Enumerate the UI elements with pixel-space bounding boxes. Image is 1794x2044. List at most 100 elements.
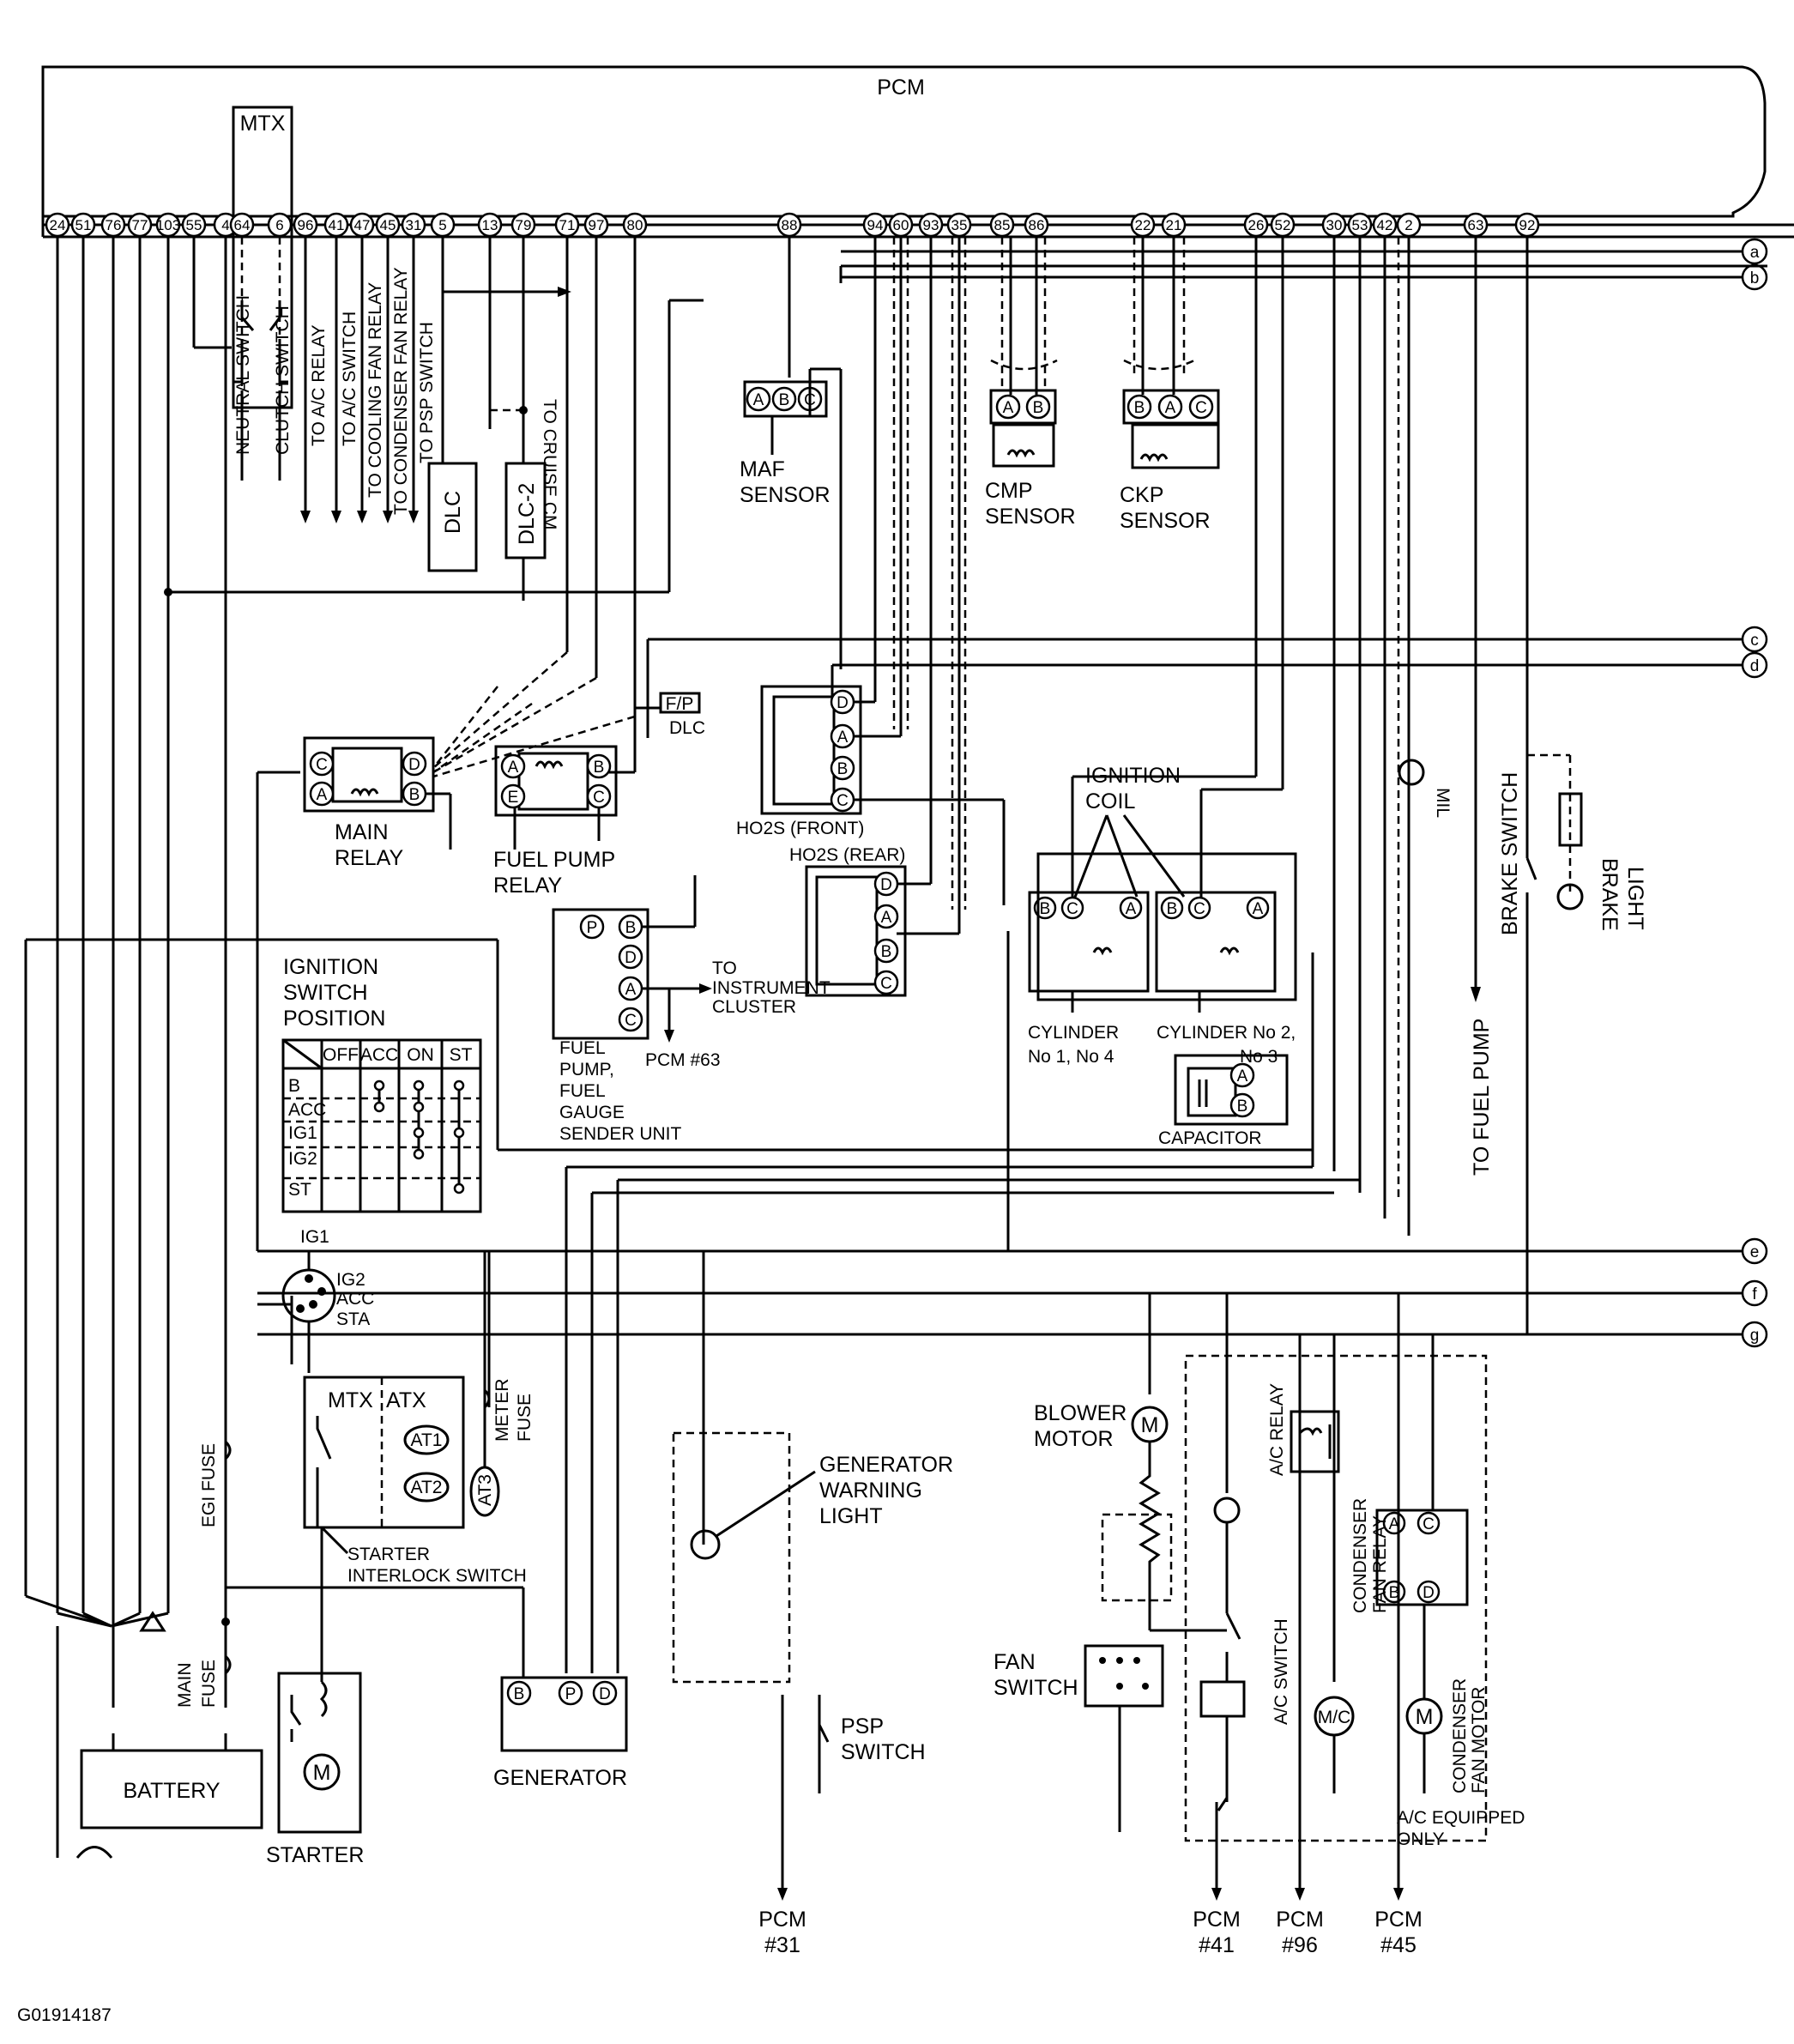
pcm-pin bbox=[155, 212, 181, 238]
fp-unit-pin-d: D bbox=[625, 949, 637, 967]
ckp-pin-c: C bbox=[1195, 399, 1207, 417]
to-ac-switch-label: TO A/C SWITCH bbox=[340, 311, 359, 446]
fp-unit-line-1: FUEL bbox=[559, 1038, 606, 1058]
pcm-pin bbox=[862, 212, 888, 238]
pcm-pin bbox=[267, 212, 293, 238]
coil2-pin-c: C bbox=[1193, 900, 1205, 918]
neutral-switch-label-1: NEUTRAL SWITCH bbox=[233, 295, 253, 455]
mil-brake-fuelpump: MIL BRAKE SWITCH BRAKE LIGHT TO FUEL PUM… bbox=[1398, 753, 1647, 1176]
pcm-pin-label: 64 bbox=[234, 217, 251, 233]
fp-unit-pin-a: A bbox=[625, 981, 637, 999]
pcm-pin-label: 42 bbox=[1377, 217, 1393, 233]
pcm-pin bbox=[1243, 212, 1269, 238]
pcm-pin-label: 88 bbox=[782, 217, 798, 233]
fp-relay-label-2: RELAY bbox=[493, 874, 562, 898]
pcm-pin-label: 22 bbox=[1135, 217, 1151, 233]
main-relay-label-1: MAIN bbox=[335, 820, 389, 844]
pcm45-label-2: #45 bbox=[1380, 1933, 1416, 1957]
pcm-pin bbox=[229, 212, 255, 238]
ac-equipped-label-1: A/C EQUIPPED bbox=[1397, 1808, 1525, 1828]
pcm-pin-label: 96 bbox=[298, 217, 314, 233]
dlc2-label: DLC-2 bbox=[515, 483, 539, 545]
gen-warning-label-2: WARNING bbox=[819, 1479, 922, 1503]
generator-pin-b: B bbox=[514, 1685, 525, 1703]
to-instrument-3: CLUSTER bbox=[712, 997, 796, 1017]
pcm-pin-label: 55 bbox=[186, 217, 202, 233]
pcm-pin bbox=[100, 212, 126, 238]
pcm-pin bbox=[583, 212, 609, 238]
atx-interlock-label: ATX bbox=[386, 1388, 426, 1412]
mtx-label: MTX bbox=[240, 112, 286, 136]
main-relay-pin-b: B bbox=[409, 786, 420, 804]
fp-relay-label-1: FUEL PUMP bbox=[493, 848, 615, 872]
signal-ref-label: d bbox=[1750, 657, 1760, 675]
pcm-pin bbox=[1347, 212, 1373, 238]
ac-section: A/C RELAY A/C SWITCH M/C A C B D CONDENS… bbox=[1184, 1354, 1525, 1849]
blower-motor: M BLOWER MOTOR bbox=[1034, 1401, 1173, 1630]
pcm-pin bbox=[45, 212, 70, 238]
pcm31-label-2: #31 bbox=[764, 1933, 800, 1957]
psp-switch: PSP SWITCH bbox=[777, 1695, 926, 1901]
pcm-pin bbox=[1372, 212, 1398, 238]
ho2s-front-label: HO2S (FRONT) bbox=[736, 819, 864, 838]
ho2s-rear-label: HO2S (REAR) bbox=[789, 845, 905, 865]
pcm-pin-label: 45 bbox=[380, 217, 396, 233]
pcm-pin bbox=[349, 212, 375, 238]
signal-ref-marker bbox=[1741, 1237, 1768, 1265]
clutch-switch-label: CLUTCH SWITCH bbox=[273, 305, 293, 455]
pcm-pin-label: 76 bbox=[106, 217, 122, 233]
pcm-pin bbox=[70, 212, 96, 238]
main-relay-pin-d: D bbox=[408, 756, 420, 774]
sta-label: STA bbox=[336, 1309, 370, 1329]
cmp-pin-b: B bbox=[1033, 399, 1044, 417]
ho2s-rear-pin-d: D bbox=[880, 876, 892, 894]
starter-label: STARTER bbox=[266, 1843, 364, 1867]
psp-switch-label-2: SWITCH bbox=[841, 1740, 926, 1764]
main-relay-pin-a: A bbox=[317, 786, 328, 804]
pcm-label: PCM bbox=[877, 76, 925, 100]
signal-ref-marker bbox=[1741, 1279, 1768, 1307]
pcm-pin-label: 85 bbox=[994, 217, 1011, 233]
pcm-pin bbox=[888, 212, 914, 238]
figure-id: G01914187 bbox=[17, 2005, 112, 2025]
ignition-coil-label-2: COIL bbox=[1085, 789, 1135, 813]
cfr-label-1: CONDENSER bbox=[1350, 1498, 1370, 1613]
to-fuel-pump-label: TO FUEL PUMP bbox=[1470, 1019, 1494, 1176]
pcm-pin-label: 30 bbox=[1326, 217, 1343, 233]
generator: B P D GENERATOR bbox=[493, 1676, 628, 1790]
blower-motor-label-1: BLOWER bbox=[1034, 1401, 1127, 1425]
pcm-pin bbox=[323, 212, 349, 238]
signal-ref-label: e bbox=[1750, 1243, 1760, 1261]
ign-table-title-1: IGNITION bbox=[283, 955, 378, 979]
pcm-pin bbox=[293, 212, 318, 238]
cfr-pin-c: C bbox=[1423, 1515, 1435, 1533]
cyl-1-4-label-2: No 1, No 4 bbox=[1028, 1047, 1114, 1067]
pcm41-label-2: #41 bbox=[1199, 1933, 1235, 1957]
egi-fuse-label: EGI FUSE bbox=[199, 1443, 219, 1527]
to-psp-switch-label: TO PSP SWITCH bbox=[417, 322, 437, 463]
generator-warning-light: GENERATOR WARNING LIGHT bbox=[672, 1431, 953, 1684]
mtx-interlock-label: MTX bbox=[328, 1388, 373, 1412]
pcm-pin bbox=[181, 212, 207, 238]
fp-dlc-label: DLC bbox=[669, 718, 705, 738]
ign-table-col-header: ST bbox=[450, 1045, 473, 1065]
cfr-pin-b: B bbox=[1389, 1584, 1400, 1602]
cyl-2-3-label-1: CYLINDER No 2, bbox=[1157, 1023, 1296, 1043]
pcm-pin bbox=[401, 212, 426, 238]
capacitor-pin-b: B bbox=[1237, 1098, 1248, 1116]
acc-label: ACC bbox=[336, 1289, 374, 1309]
fp-relay-pin-c: C bbox=[593, 789, 605, 807]
ho2s-rear-pin-b: B bbox=[881, 943, 892, 961]
pcm-bottom-refs: PCM #31 PCM #41 PCM #96 PCM #45 bbox=[758, 1459, 1423, 1957]
maf-pin-a: A bbox=[753, 391, 764, 409]
main-relay-pin-c: C bbox=[316, 756, 328, 774]
fuel-pump-relay: A E B C FUEL PUMP RELAY bbox=[493, 745, 618, 898]
capacitor-pin-a: A bbox=[1237, 1067, 1248, 1085]
pcm-pin bbox=[127, 212, 153, 238]
main-fuse-label-1: MAIN bbox=[175, 1663, 195, 1708]
signal-ref-label: a bbox=[1750, 244, 1760, 262]
cfm-label-1: CONDENSER bbox=[1450, 1678, 1470, 1793]
dlc-label: DLC bbox=[441, 491, 465, 534]
